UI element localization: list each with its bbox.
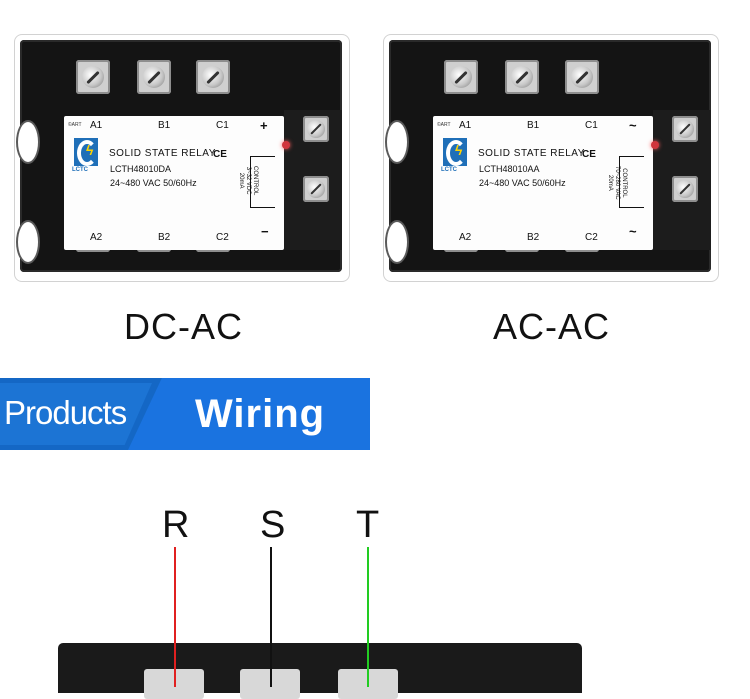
terminal-screw-icon [444, 60, 478, 94]
relay-base-bottom [58, 643, 582, 699]
label-title: SOLID STATE RELAY [109, 148, 216, 159]
label-output: 24~480 VAC 50/60Hz [479, 178, 566, 188]
mounting-hole-icon [385, 220, 409, 264]
terminal-screw-icon [137, 60, 171, 94]
terminal-label-a2: A2 [90, 232, 103, 243]
control-spec: CONTROL 70~280 VAC 20mA [607, 166, 627, 200]
terminal-label-b2: B2 [158, 232, 171, 243]
control-sign-bottom: ~ [629, 224, 637, 239]
control-bracket [619, 156, 644, 208]
terminal-label-a1: A1 [90, 120, 103, 131]
indicator-led-icon [282, 141, 290, 149]
lctc-logo-icon: ϟ LCTC [72, 138, 100, 176]
terminal-label-b1: B1 [158, 120, 171, 131]
wire-r [174, 547, 176, 687]
label-model: LCTH48010AA [479, 164, 540, 174]
terminal-label-b2: B2 [527, 232, 540, 243]
control-bracket [250, 156, 275, 208]
banner-wiring-label: Wiring [195, 392, 326, 436]
label-model: LCTH48010DA [110, 164, 172, 174]
terminal-label-c2: C2 [216, 232, 229, 243]
ce-mark: CE [213, 149, 227, 160]
terminal-label-a1: A1 [459, 120, 472, 131]
control-terminal-icon [672, 176, 698, 202]
phase-label-s: S [260, 504, 286, 546]
mounting-hole-icon [16, 120, 40, 164]
phase-label-t: T [356, 504, 380, 546]
banner-products-label: Products [4, 394, 127, 431]
caption-dc-ac: DC-AC [124, 306, 243, 347]
phase-label-r: R [162, 504, 190, 546]
relay-transparent-cover [14, 34, 350, 282]
terminal-screw-icon [505, 60, 539, 94]
label-output: 24~480 VAC 50/60Hz [110, 178, 197, 188]
indicator-led-icon [651, 141, 659, 149]
control-terminal-icon [303, 176, 329, 202]
relay-label: ©ART A1 B1 C1 ϟ LCTC SOLID STATE RELAY L… [433, 116, 653, 250]
ce-mark: CE [582, 149, 596, 160]
caption-ac-ac: AC-AC [493, 306, 611, 347]
mounting-hole-icon [16, 220, 40, 264]
terminal-label-c2: C2 [585, 232, 598, 243]
relay-label: ©ART A1 B1 C1 ϟ LCTC SOLID STATE RELAY L… [64, 116, 284, 250]
banner-products-inner [0, 383, 152, 445]
wire-t [367, 547, 369, 687]
terminal-screw-icon [196, 60, 230, 94]
wire-s [270, 547, 272, 687]
mounting-hole-icon [385, 120, 409, 164]
relay-dc-ac: ©ART A1 B1 C1 ϟ LCTC SOLID STATE RELAY L… [14, 34, 350, 282]
relay-ac-ac: ©ART A1 B1 C1 ϟ LCTC SOLID STATE RELAY L… [383, 34, 719, 282]
control-terminal-icon [303, 116, 329, 142]
terminal-screw-icon [76, 60, 110, 94]
control-sign-bottom: − [261, 224, 269, 239]
control-spec: CONTROL 3~32 VDC 20mA [238, 166, 258, 196]
terminal-label-a2: A2 [459, 232, 472, 243]
terminal-label-b1: B1 [527, 120, 540, 131]
label-mark: ©ART [68, 122, 82, 128]
relay-transparent-cover [383, 34, 719, 282]
banner-wiring-bg [128, 378, 370, 450]
control-terminal-icon [672, 116, 698, 142]
control-sign-top: + [260, 118, 268, 133]
control-sign-top: ~ [629, 118, 637, 133]
label-mark: ©ART [437, 122, 451, 128]
terminal-label-c1: C1 [216, 120, 229, 131]
terminal-screw-icon [565, 60, 599, 94]
label-title: SOLID STATE RELAY [478, 148, 585, 159]
terminal-label-c1: C1 [585, 120, 598, 131]
lctc-logo-icon: ϟ LCTC [441, 138, 469, 176]
